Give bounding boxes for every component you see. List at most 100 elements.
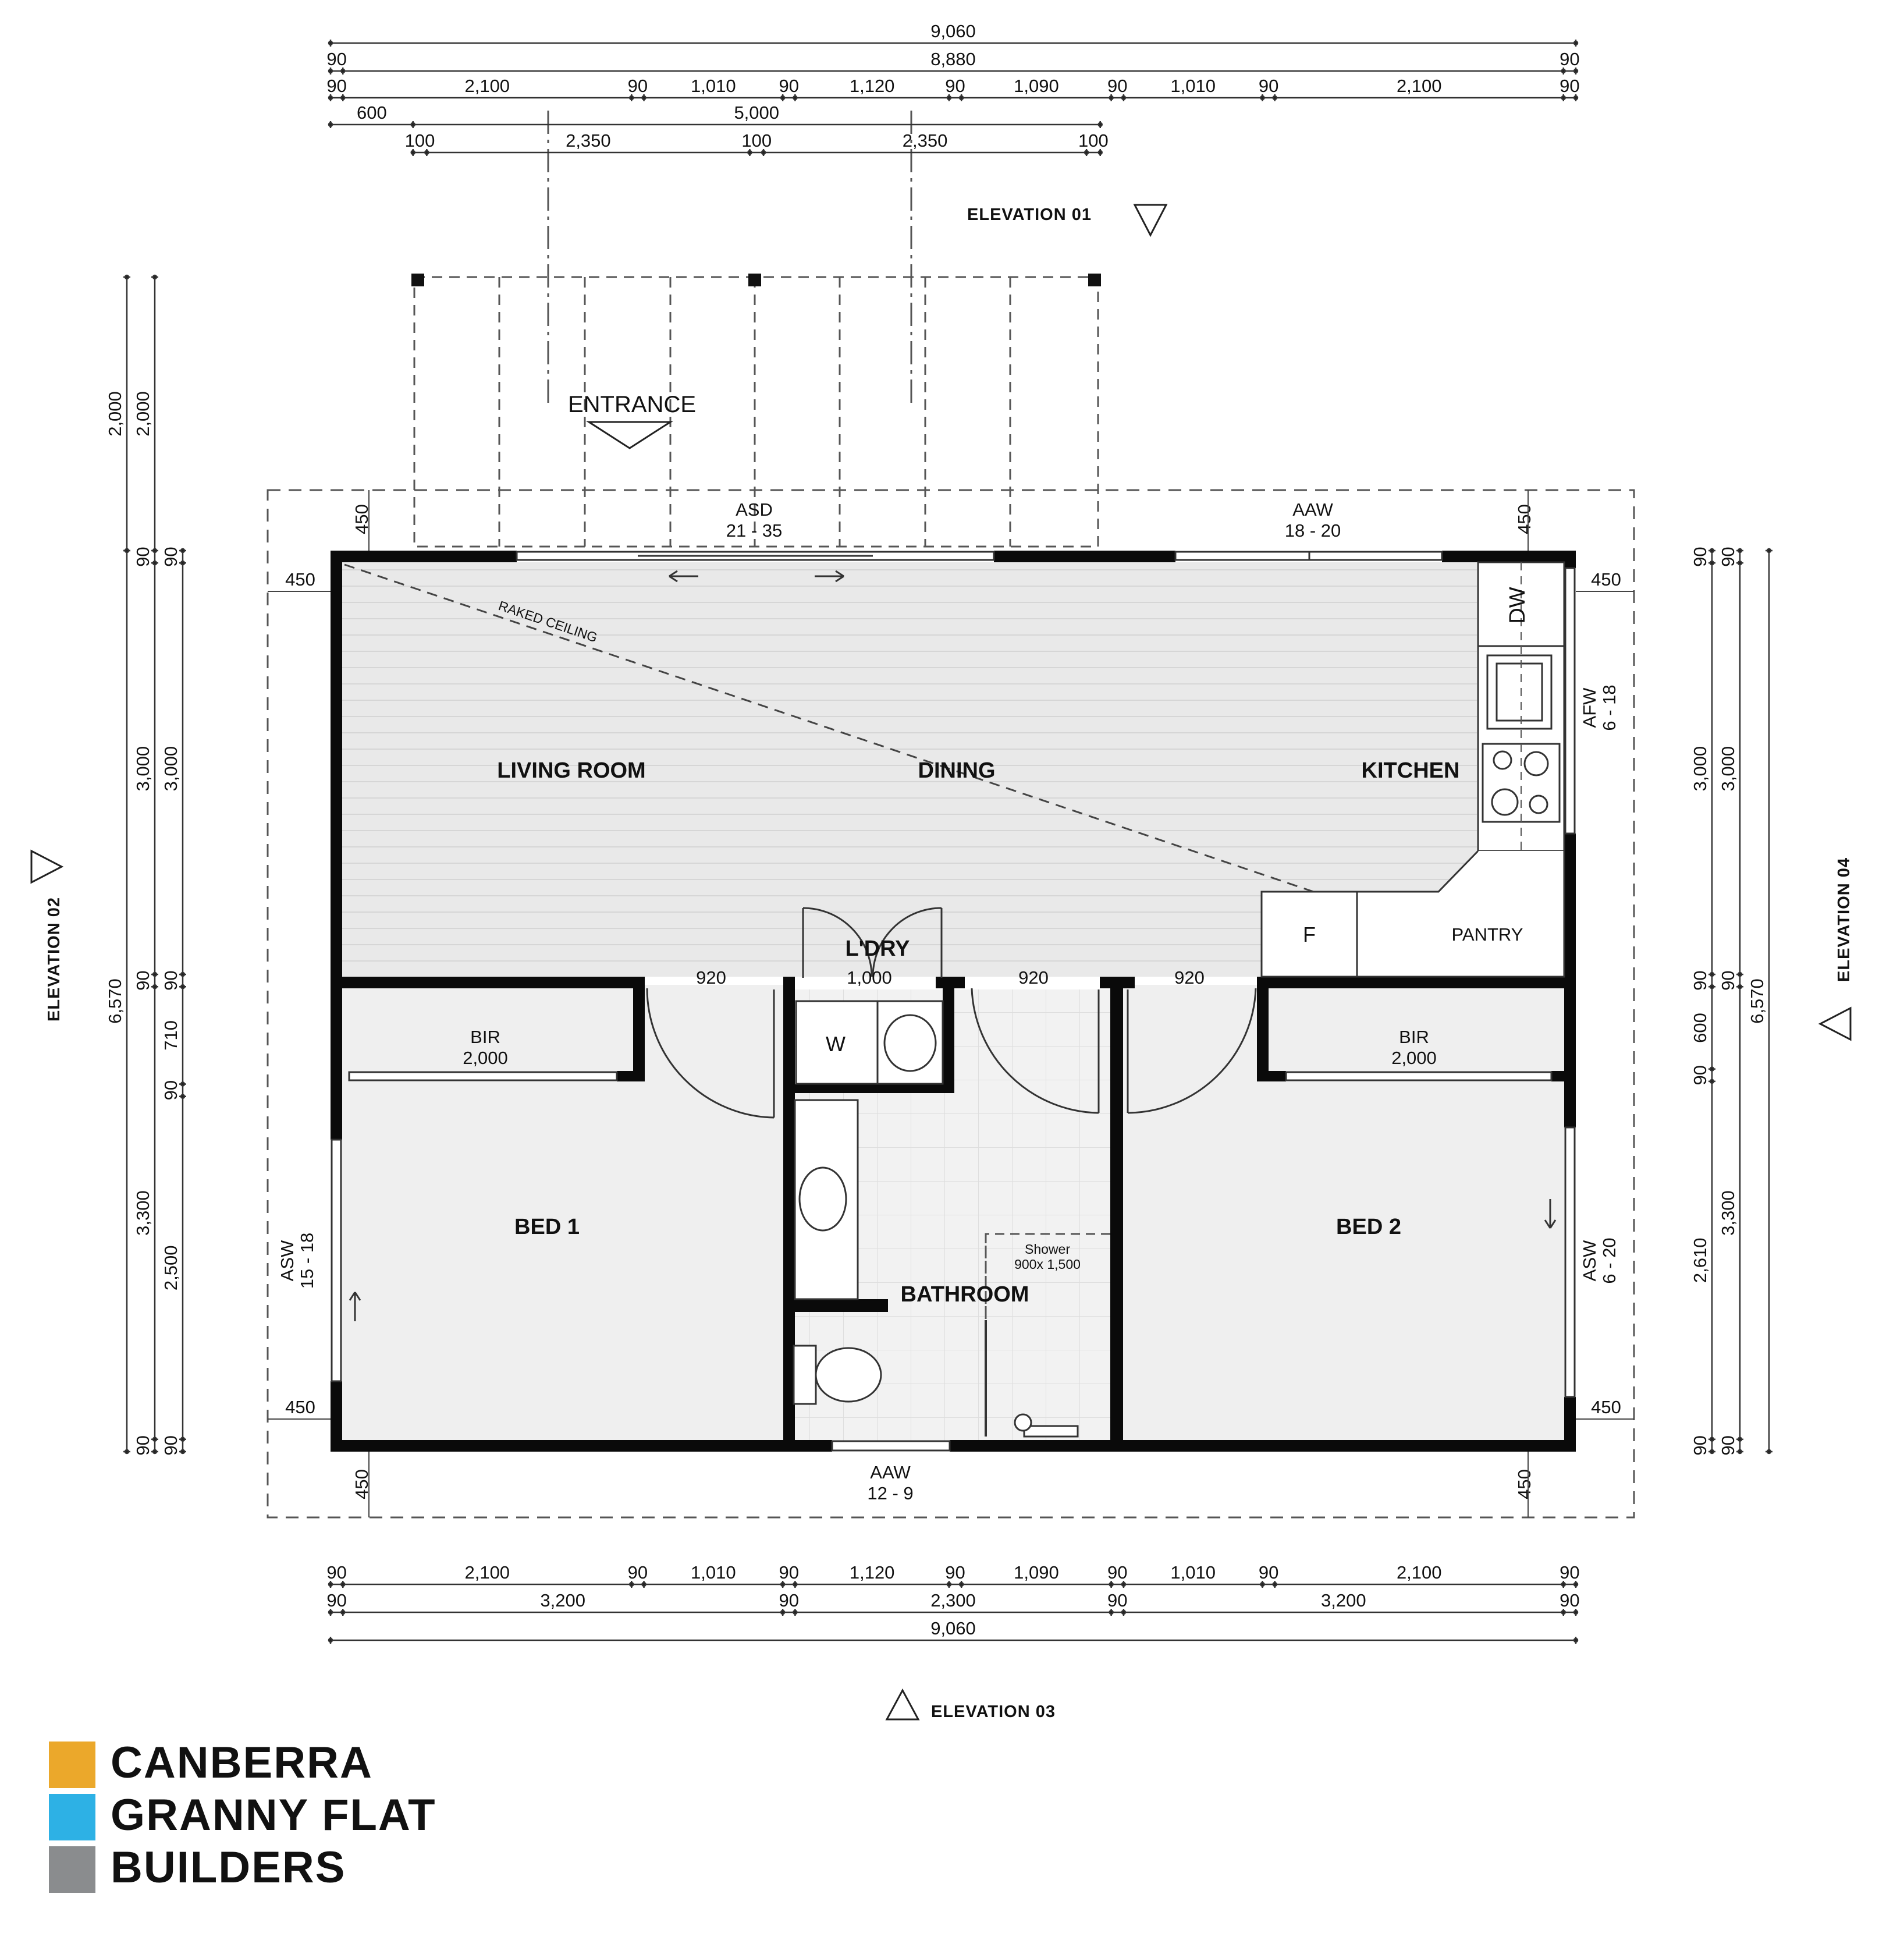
walls bbox=[331, 551, 1576, 1452]
dimension-label: 90 bbox=[1259, 76, 1278, 96]
entrance-deck bbox=[413, 111, 1099, 548]
dimension-tick bbox=[1561, 1581, 1566, 1587]
dimension-tick bbox=[793, 1581, 798, 1587]
dimension-tick bbox=[1573, 68, 1579, 74]
dimension-label: 90 bbox=[628, 1562, 648, 1583]
dimension-label: 90 bbox=[326, 1590, 346, 1611]
dimension-tick bbox=[1573, 95, 1579, 101]
dishwasher-label: DW bbox=[1505, 587, 1530, 623]
dimension-tick bbox=[124, 274, 130, 280]
dimension-tick bbox=[340, 68, 346, 74]
dimension-tick bbox=[1737, 1437, 1743, 1442]
dimension-tick bbox=[1109, 95, 1114, 101]
dimension-tick bbox=[1561, 1609, 1566, 1615]
dimension-label: 2,500 bbox=[161, 1245, 181, 1290]
elevation-01-label: ELEVATION 01 bbox=[967, 205, 1092, 224]
bed1-floor bbox=[342, 985, 783, 1440]
aaw-top-size: 18 - 20 bbox=[1285, 520, 1341, 541]
dimension-label: 90 bbox=[326, 49, 346, 69]
dimension-label: 3,000 bbox=[133, 746, 153, 792]
dimension-tick bbox=[152, 548, 158, 554]
dimension-tick bbox=[328, 122, 333, 127]
kitchen-label: KITCHEN bbox=[1362, 758, 1460, 783]
bathroom-label: BATHROOM bbox=[901, 1282, 1029, 1307]
dimension-label: 3,300 bbox=[133, 1190, 153, 1236]
dimension-label: 90 bbox=[133, 547, 153, 566]
dimension-tick bbox=[629, 1581, 634, 1587]
eave-dim: 450 bbox=[1591, 1397, 1621, 1417]
dimension-tick bbox=[1109, 1609, 1114, 1615]
dimension-tick bbox=[1573, 1637, 1579, 1643]
dimension-label: 90 bbox=[326, 76, 346, 96]
dimension-label: 600 bbox=[357, 102, 387, 123]
dimension-label: 90 bbox=[1107, 76, 1127, 96]
bir-right-width: 2,000 bbox=[1391, 1048, 1437, 1068]
eave-dim: 450 bbox=[285, 569, 315, 590]
aaw-bottom-size: 12 - 9 bbox=[867, 1483, 913, 1503]
dimension-label: 90 bbox=[1718, 970, 1738, 990]
dimension-tick bbox=[1561, 68, 1566, 74]
dimension-tick bbox=[1709, 1437, 1715, 1442]
dimension-tick bbox=[1709, 1066, 1715, 1072]
dimension-tick bbox=[641, 95, 646, 101]
dimension-tick bbox=[780, 95, 786, 101]
dimension-tick bbox=[1709, 560, 1715, 566]
dimension-label: 9,060 bbox=[930, 21, 976, 41]
bir-left-label: BIR bbox=[470, 1027, 500, 1047]
dimension-label: 90 bbox=[945, 1562, 965, 1583]
dimension-label: 2,350 bbox=[566, 130, 611, 151]
dimension-tick bbox=[328, 68, 333, 74]
elevation-03-marker bbox=[885, 1688, 920, 1721]
dimension-tick bbox=[1709, 971, 1715, 977]
dimension-tick bbox=[152, 274, 158, 280]
aaw-top-label: AAW bbox=[1292, 499, 1333, 520]
dimension-label: 3,300 bbox=[1718, 1190, 1738, 1236]
dimension-label: 3,000 bbox=[1690, 746, 1710, 792]
dimension-label: 2,000 bbox=[133, 391, 153, 437]
dimension-label: 90 bbox=[1690, 547, 1710, 566]
elevation-02-label: ELEVATION 02 bbox=[45, 897, 63, 1022]
dimension-tick bbox=[328, 1581, 333, 1587]
dimension-tick bbox=[152, 1449, 158, 1455]
dimension-label: 3,000 bbox=[161, 746, 181, 792]
elevation-04-label: ELEVATION 04 bbox=[1835, 857, 1853, 982]
dimension-tick bbox=[793, 1609, 798, 1615]
dimension-tick bbox=[1260, 1581, 1265, 1587]
dimension-tick bbox=[1121, 1581, 1127, 1587]
dimension-label: 9,060 bbox=[930, 1618, 976, 1638]
dimension-tick bbox=[629, 95, 634, 101]
dimension-label: 90 bbox=[1690, 1065, 1710, 1085]
deck-posts bbox=[411, 274, 1101, 286]
dimension-label: 90 bbox=[133, 1435, 153, 1455]
asw-right-size: 6 - 20 bbox=[1599, 1237, 1619, 1283]
afw-label: AFW bbox=[1579, 687, 1600, 728]
dimension-label: 90 bbox=[1718, 1435, 1738, 1455]
entrance-arrow bbox=[585, 421, 674, 449]
elevation-03-label: ELEVATION 03 bbox=[931, 1703, 1056, 1721]
laundry-label: L'DRY bbox=[845, 937, 910, 961]
dimension-tick bbox=[1260, 95, 1265, 101]
dimension-label: 90 bbox=[161, 970, 181, 990]
dimension-tick bbox=[1573, 1609, 1579, 1615]
dining-label: DINING bbox=[918, 758, 996, 783]
dimension-label: 1,090 bbox=[1014, 76, 1059, 96]
dimension-label: 90 bbox=[161, 1080, 181, 1100]
dimension-tick bbox=[1766, 1449, 1772, 1455]
dimension-label: 1,120 bbox=[850, 1562, 895, 1583]
dimension-tick bbox=[180, 971, 186, 977]
dimension-label: 2,100 bbox=[464, 1562, 510, 1583]
dimension-label: 90 bbox=[628, 76, 648, 96]
dimension-tick bbox=[180, 1094, 186, 1099]
eave-outline bbox=[267, 489, 1635, 1519]
dimension-label: 2,300 bbox=[930, 1590, 976, 1611]
dimension-label: 3,000 bbox=[1718, 746, 1738, 792]
dimension-tick bbox=[180, 1449, 186, 1455]
dimension-tick bbox=[747, 150, 752, 155]
dimension-tick bbox=[761, 150, 766, 155]
dimension-tick bbox=[1737, 971, 1743, 977]
dimension-tick bbox=[180, 984, 186, 989]
dimension-tick bbox=[1121, 1609, 1127, 1615]
dimension-tick bbox=[1709, 548, 1715, 554]
dimension-tick bbox=[1737, 548, 1743, 554]
